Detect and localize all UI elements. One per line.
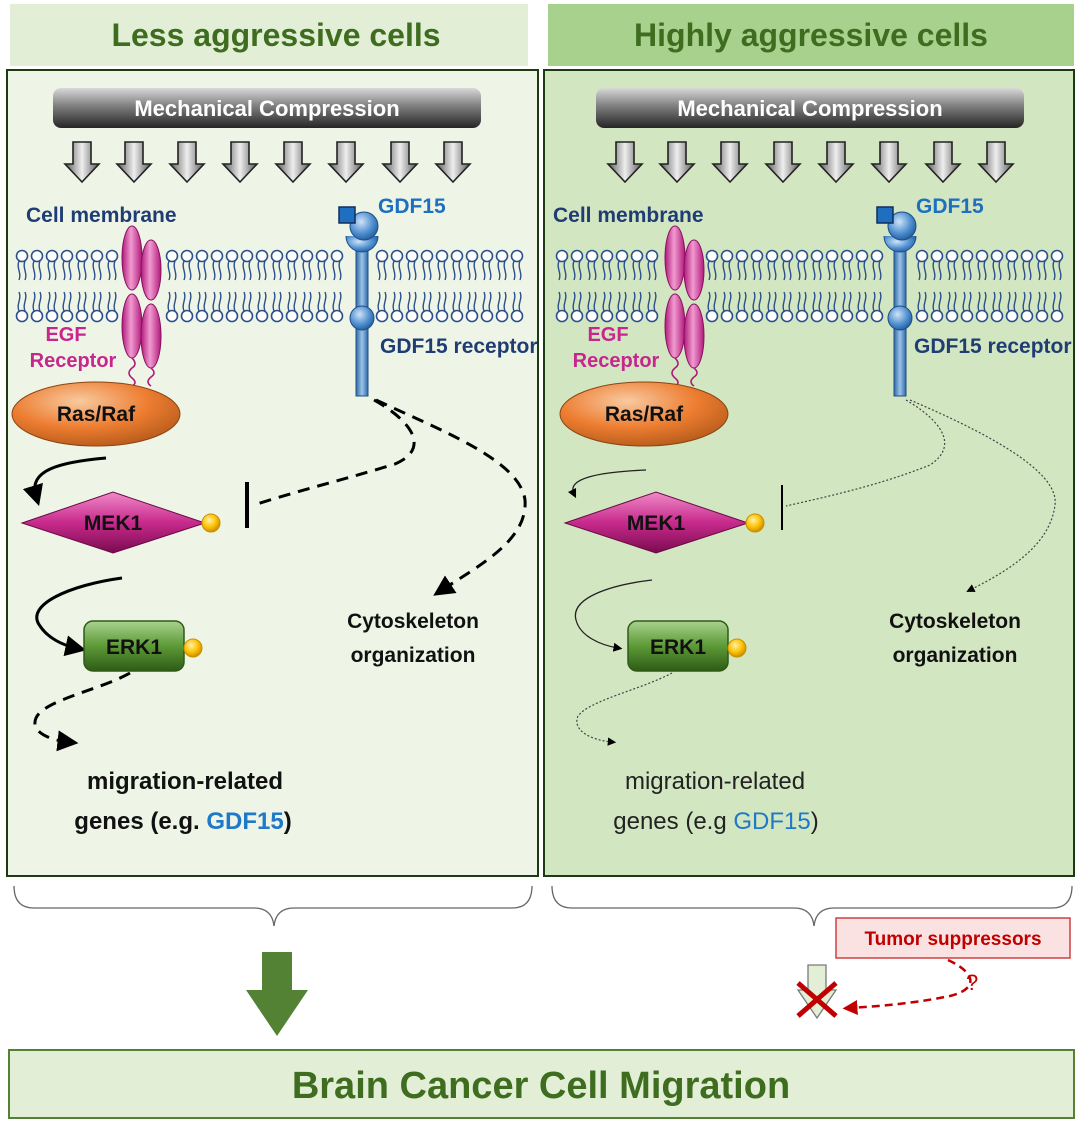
egf-label-line1-left: EGF	[45, 324, 86, 346]
gdf15-receptor-label-right: GDF15 receptor	[914, 335, 1072, 358]
phosphate-icon	[727, 638, 747, 658]
migration-arrow-icon	[246, 952, 308, 1036]
compression-label-left: Mechanical Compression	[134, 96, 399, 121]
phosphate-icon	[201, 513, 221, 533]
bottom-title-bg	[8, 1049, 1075, 1119]
bottom-title: Brain Cancer Cell Migration	[292, 1065, 790, 1107]
egf-label-line1-right: EGF	[587, 324, 628, 346]
rasraf-node-right	[559, 381, 729, 447]
mek-to-erk-arrow-right	[574, 579, 653, 652]
gdf15-to-cyto-arrow-right	[909, 399, 1056, 592]
compression-label-right: Mechanical Compression	[677, 96, 942, 121]
gdf15-label-left: GDF15	[378, 195, 446, 218]
cell-membrane-label-right: Cell membrane	[553, 204, 704, 227]
mig-text-pre: genes (e.g	[613, 808, 733, 835]
header-left-bg	[10, 4, 528, 66]
compression-bar-left	[53, 88, 481, 128]
suppressor-to-blocked-arrow	[842, 958, 972, 1015]
gdf15-to-mek-inhibit-left	[253, 398, 416, 507]
gdf15-to-cyto-arrow-left	[375, 398, 527, 596]
cyto-label-line2-left: organization	[351, 644, 476, 667]
cyto-label-line1-left: Cytoskeleton	[347, 610, 479, 633]
question-mark: ?	[966, 970, 978, 995]
erk-to-genes-arrow-right	[576, 672, 673, 746]
mig-gdf15-inline: GDF15	[733, 808, 810, 835]
egf-label-line2-left: Receptor	[30, 350, 117, 372]
gdf15-to-mek-inhibit-right	[785, 399, 946, 507]
rasraf-node-left	[11, 381, 181, 447]
header-left: Less aggressive cells	[111, 17, 440, 53]
mig-text-post: )	[284, 808, 292, 835]
mig-label-line2-left: genes (e.g. GDF15)	[74, 808, 291, 835]
mek1-label-right: MEK1	[627, 512, 686, 535]
panel-left	[6, 69, 539, 877]
header-right-bg	[548, 4, 1074, 66]
brace-left	[13, 885, 533, 927]
mek1-label-left: MEK1	[84, 512, 143, 535]
erk1-label-right: ERK1	[650, 636, 706, 659]
phosphate-icon	[183, 638, 203, 658]
gdf15-ligand-icon	[876, 206, 894, 224]
mig-text-pre: genes (e.g.	[74, 808, 206, 835]
mek-to-erk-arrow-left	[35, 576, 123, 657]
gdf15-receptor-icon	[345, 211, 379, 397]
egf-receptor-icon	[664, 225, 705, 387]
header-right: Highly aggressive cells	[634, 17, 988, 53]
rasraf-label-left: Ras/Raf	[57, 403, 136, 426]
cell-membrane-label-left: Cell membrane	[26, 204, 177, 227]
brace-right	[551, 885, 1073, 927]
cyto-label-line2-right: organization	[893, 644, 1018, 667]
tumor-suppressors-box	[835, 917, 1071, 959]
mig-label-line1-right: migration-related	[625, 768, 805, 795]
gdf15-ligand-icon	[338, 206, 356, 224]
mig-text-post: )	[811, 808, 819, 835]
gdf15-label-right: GDF15	[916, 195, 984, 218]
mig-label-line1-left: migration-related	[87, 768, 283, 795]
mig-gdf15-inline: GDF15	[206, 808, 283, 835]
egf-label-line2-right: Receptor	[573, 350, 660, 372]
erk-to-genes-arrow-left	[33, 671, 131, 752]
tumor-suppressors-label: Tumor suppressors	[864, 929, 1041, 950]
egf-receptor-icon	[121, 225, 162, 387]
gdf15-receptor-label-left: GDF15 receptor	[380, 335, 538, 358]
ras-to-mek-arrow-left	[22, 456, 107, 507]
mig-label-line2-right: genes (e.g GDF15)	[613, 808, 818, 835]
phosphate-icon	[745, 513, 765, 533]
gdf15-receptor-icon	[883, 211, 917, 397]
ras-to-mek-arrow-right	[567, 469, 647, 499]
panel-right	[543, 69, 1075, 877]
rasraf-label-right: Ras/Raf	[605, 403, 684, 426]
red-x-icon	[796, 981, 838, 1018]
compression-bar-right	[596, 88, 1024, 128]
cyto-label-line1-right: Cytoskeleton	[889, 610, 1021, 633]
erk1-label-left: ERK1	[106, 636, 162, 659]
